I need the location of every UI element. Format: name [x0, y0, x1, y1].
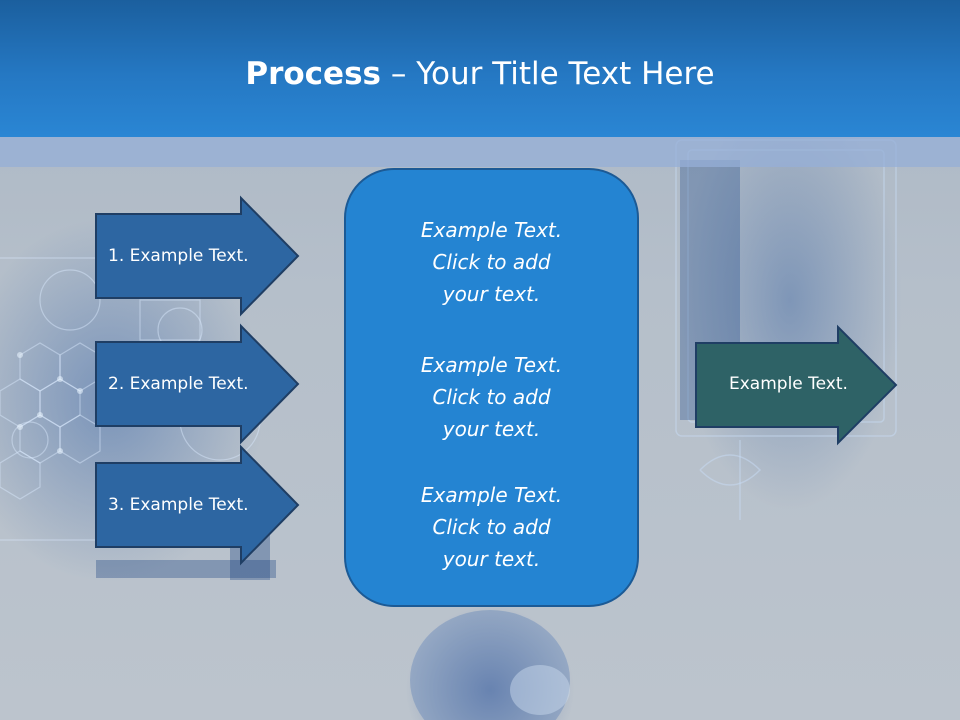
center-line: Click to add [432, 515, 551, 539]
center-line: Example Text. [420, 353, 563, 377]
center-line: Click to add [432, 250, 551, 274]
center-text-block-1[interactable]: Example Text. Click to add your text. [346, 214, 637, 310]
left-arrow-2-label: 2. Example Text. [108, 374, 249, 394]
title-bar [0, 0, 960, 137]
left-arrow-3-label: 3. Example Text. [108, 495, 249, 515]
left-arrow-3[interactable] [95, 444, 300, 566]
center-text-block-2[interactable]: Example Text. Click to add your text. [346, 349, 637, 445]
center-text-box[interactable]: Example Text. Click to add your text. Ex… [344, 168, 639, 607]
center-line: Click to add [432, 385, 551, 409]
slide-title[interactable]: Process – Your Title Text Here [0, 52, 960, 96]
center-line: Example Text. [420, 218, 563, 242]
left-arrow-2[interactable] [95, 323, 300, 445]
center-line: your text. [442, 417, 541, 441]
center-line: Example Text. [420, 483, 563, 507]
left-arrow-1-label: 1. Example Text. [108, 246, 249, 266]
title-bold: Process [245, 56, 381, 92]
right-arrow-label: Example Text. [729, 374, 848, 394]
center-line: your text. [442, 282, 541, 306]
title-rest: – Your Title Text Here [381, 56, 715, 92]
left-arrow-1[interactable] [95, 195, 300, 317]
right-arrow[interactable] [695, 324, 898, 446]
header-band [0, 137, 960, 167]
center-line: your text. [442, 547, 541, 571]
center-text-block-3[interactable]: Example Text. Click to add your text. [346, 479, 637, 575]
